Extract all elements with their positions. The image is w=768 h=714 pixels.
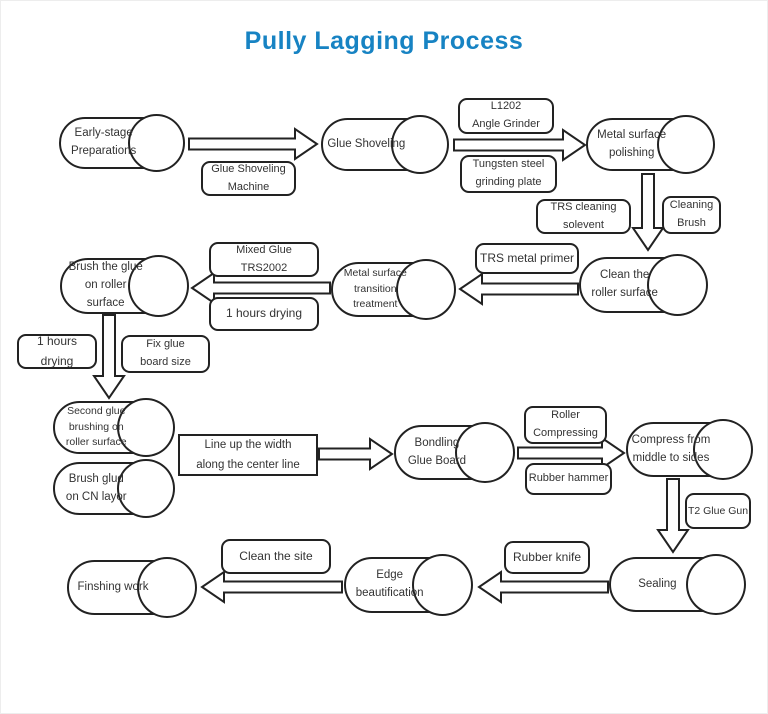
stage-finshing-work: Finshing work (67, 557, 197, 618)
arrow-bondling-to-compress (517, 436, 626, 470)
stage-metal-surface-polishing-label: Metal surface polishing (597, 128, 667, 159)
stage-brush-glue-roller: Brush the glue on roller surface (60, 255, 189, 317)
tool-trs-cleaning-solevent: TRS cleaning solevent (536, 199, 631, 234)
stage-edge-beautification: Edge beautification (344, 554, 473, 616)
tool-rubber-knife: Rubber knife (504, 541, 590, 574)
cylinder-cap (117, 459, 175, 518)
stage-edge-beautification-label: Edge beautification (355, 569, 424, 599)
cylinder-cap (117, 398, 175, 457)
arrow-polishing-to-clean-roller (631, 173, 665, 252)
arrow-transition-to-brush-glue (190, 271, 331, 305)
cylinder-cap (686, 554, 746, 615)
tool-rubber-hammer: Rubber hammer (525, 463, 612, 495)
arrow-clean-roller-to-transition (458, 272, 579, 306)
tool-trs-metal-primer: TRS metal primer (475, 243, 579, 274)
arrow-lineup-to-bondling (318, 437, 394, 471)
tool-roller-compressing: Roller Compressing (524, 406, 607, 444)
cylinder-cap (412, 554, 473, 616)
cylinder-cap (657, 115, 715, 174)
stage-finshing-work-label: Finshing work (77, 580, 149, 593)
cylinder-cap (396, 259, 456, 320)
stage-compress-middle-to-sides: Compress from middle to sides (626, 419, 753, 480)
tool-l1202-angle-grinder: L1202 Angle Grinder (458, 98, 554, 134)
cylinder-cap (391, 115, 449, 174)
cylinder-cap (647, 254, 708, 316)
stage-metal-surface-polishing: Metal surface polishing (586, 115, 715, 174)
page-title: Pully Lagging Process (244, 27, 524, 55)
stage-clean-roller-surface-label: Clean the roller surface (591, 269, 658, 299)
stage-glue-shoveling-label: Glue Shoveling (327, 137, 406, 150)
stage-brush-glue-roller-label: Brush the glue on roller surface (68, 261, 143, 309)
note-fix-glue-board-size: Fix glue board size (121, 335, 210, 373)
stage-second-glue-brushing-label: Second glue brushing on roller surface (65, 404, 127, 449)
note-line-up-width: Line up the width along the center line (178, 434, 318, 476)
stage-clean-roller-surface: Clean the roller surface (579, 254, 708, 316)
arrow-compress-to-sealing (656, 478, 690, 554)
stage-metal-surface-transition-label: Metal surface transition treatment (343, 266, 407, 311)
stage-brush-glud-cn-layor: Brush glud on CN layor (53, 459, 175, 518)
note-clean-the-site: Clean the site (221, 539, 331, 574)
arrow-edge-to-finshing (200, 570, 343, 604)
tool-cleaning-brush: Cleaning Brush (662, 196, 721, 234)
stage-early-preparations: Early-stage Preparations (59, 114, 185, 172)
arrow-sealing-to-edge (477, 570, 609, 604)
cylinder-cap (128, 255, 189, 317)
cylinder-cap (693, 419, 753, 480)
tool-mixed-glue-trs2002: Mixed Glue TRS2002 (209, 242, 319, 277)
stage-early-preparations-label: Early-stage Preparations (71, 127, 137, 157)
stage-sealing: Sealing (609, 554, 746, 615)
stage-second-glue-brushing: Second glue brushing on roller surface (53, 398, 175, 457)
cylinder-cap (128, 114, 185, 172)
cylinder-cap (455, 422, 515, 483)
note-one-hours-drying-right: 1 hours drying (209, 297, 319, 331)
tool-t2-glue-gun: T2 Glue Gun (685, 493, 751, 529)
tool-tungsten-grinding-plate: Tungsten steel grinding plate (460, 155, 557, 193)
arrow-early-to-glue-shoveling (188, 127, 319, 161)
stage-sealing-label: Sealing (638, 577, 677, 590)
tool-glue-shoveling-machine: Glue Shoveling Machine (201, 161, 296, 196)
stage-bondling-glue-board-label: Bondling Glue Board (407, 436, 467, 467)
stage-glue-shoveling: Glue Shoveling (321, 115, 449, 174)
stage-metal-surface-transition: Metal surface transition treatment (331, 259, 456, 320)
stage-bondling-glue-board: Bondling Glue Board (394, 422, 515, 483)
arrow-glue-shoveling-to-polishing (453, 128, 587, 162)
cylinder-cap (137, 557, 197, 618)
stage-compress-middle-to-sides-label: Compress from middle to sides (631, 433, 711, 464)
arrow-brush-glue-to-second-glue (92, 314, 126, 400)
note-one-hours-drying-left: 1 hours drying (17, 334, 97, 369)
stage-brush-glud-cn-layor-label: Brush glud on CN layor (65, 472, 127, 503)
